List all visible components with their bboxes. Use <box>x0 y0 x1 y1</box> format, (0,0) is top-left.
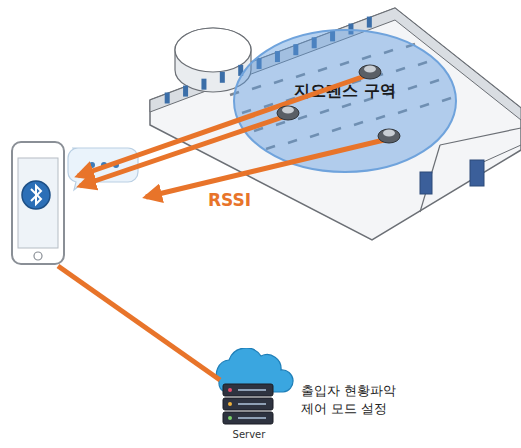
node-text: Server <box>213 428 285 442</box>
building-plan <box>150 8 521 240</box>
signal-label: RSSI <box>205 190 254 210</box>
speech-bubble <box>68 148 138 190</box>
ellipse-outline <box>232 28 458 174</box>
window <box>201 79 206 90</box>
window <box>220 72 225 83</box>
window <box>183 86 188 97</box>
node-text: 지오펜스 구역 <box>232 80 458 102</box>
network-line <box>58 266 220 380</box>
smartphone <box>12 142 64 264</box>
geofence-zone: 지오펜스 구역 <box>232 28 458 174</box>
node-text: 출입자 현황파악 제어 모드 설정 <box>301 382 413 417</box>
window <box>367 17 372 28</box>
server-node: 출입자 현황파악 제어 모드 설정 Server <box>205 348 419 446</box>
window <box>165 92 170 103</box>
